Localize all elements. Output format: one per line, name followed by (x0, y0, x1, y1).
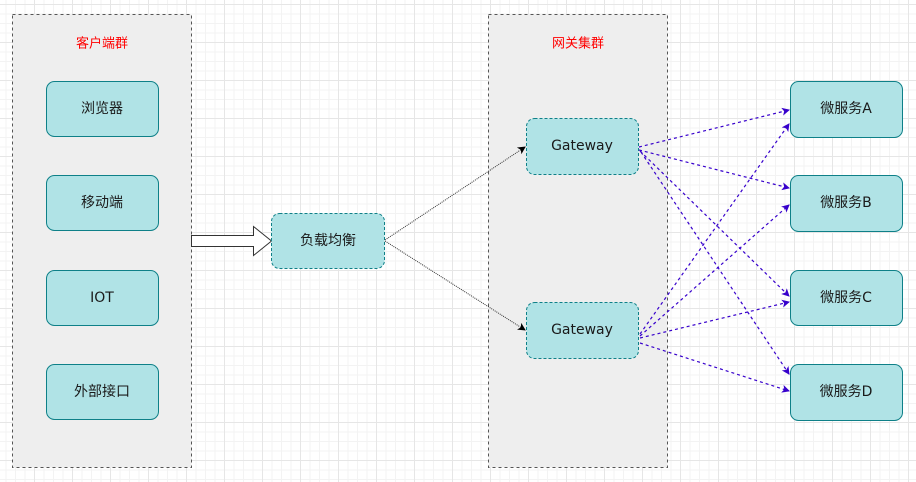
service-c-node[interactable]: 微服务C (790, 270, 903, 326)
edge-gw1-service-b (638, 149, 790, 191)
gateway-node-2[interactable]: Gateway (526, 302, 639, 359)
node-label: 负载均衡 (300, 233, 356, 249)
edge-lb-gateway-1 (384, 146, 526, 241)
node-label: 微服务A (820, 101, 872, 117)
client-external-api-node[interactable]: 外部接口 (46, 364, 159, 420)
client-iot-node[interactable]: IOT (46, 270, 159, 326)
node-label: Gateway (551, 322, 613, 338)
node-label: 移动端 (81, 195, 123, 211)
client-mobile-node[interactable]: 移动端 (46, 175, 159, 231)
node-label: 浏览器 (81, 101, 123, 117)
block-arrow-icon (191, 225, 273, 257)
node-label: IOT (90, 290, 114, 306)
edge-lb-gateway-2 (384, 240, 526, 331)
gateway-group-title: 网关集群 (552, 36, 604, 52)
edge-gw1-service-a (638, 107, 790, 148)
node-label: 微服务D (820, 384, 873, 400)
service-b-node[interactable]: 微服务B (790, 175, 903, 232)
edge-gw1-service-d (640, 151, 790, 375)
edge-gw2-service-a (639, 123, 790, 335)
edge-gw1-service-c (639, 150, 790, 297)
node-label: Gateway (551, 138, 613, 154)
edge-gw2-service-d (639, 342, 790, 393)
service-a-node[interactable]: 微服务A (790, 81, 903, 138)
client-browser-node[interactable]: 浏览器 (46, 81, 159, 137)
node-label: 微服务B (820, 195, 872, 211)
load-balancer-node[interactable]: 负载均衡 (271, 213, 385, 269)
gateway-node-1[interactable]: Gateway (526, 118, 639, 175)
client-group-title: 客户端群 (76, 36, 128, 52)
node-label: 外部接口 (74, 383, 130, 400)
gateway-group[interactable]: 网关集群 (488, 14, 668, 468)
node-label: 微服务C (820, 290, 872, 306)
edge-gw2-service-c (639, 299, 790, 339)
service-d-node[interactable]: 微服务D (790, 364, 903, 421)
